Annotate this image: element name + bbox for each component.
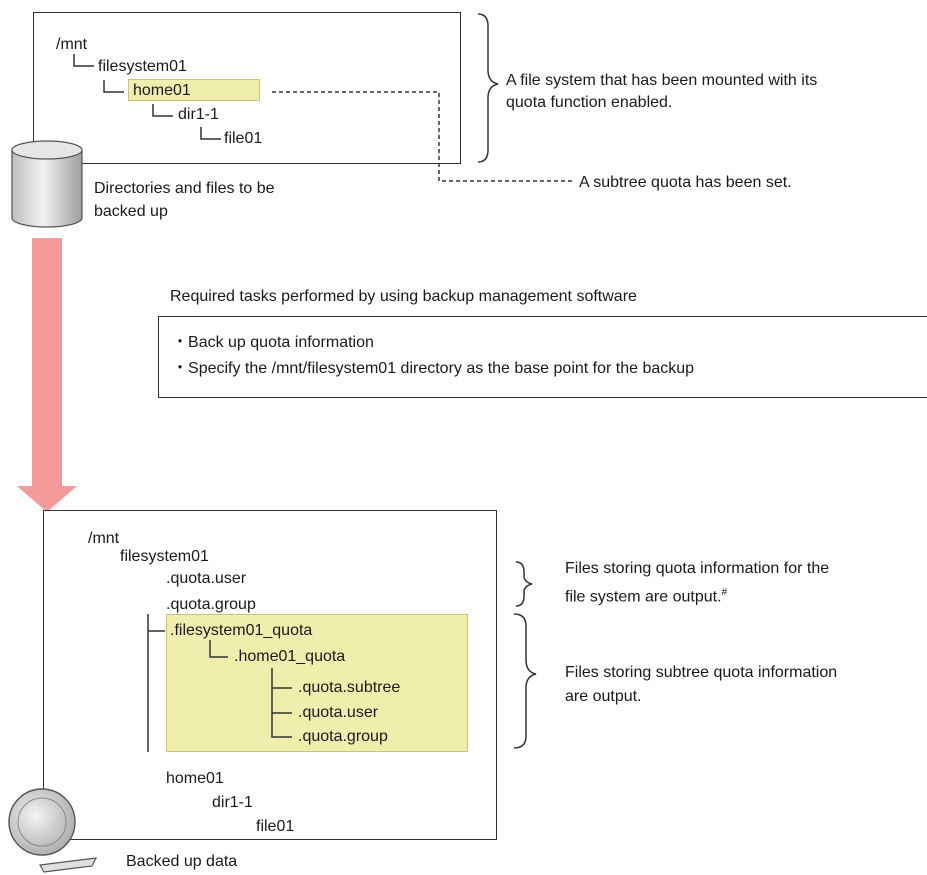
fs-quota-note-line2: file system are output.# [565, 584, 727, 606]
backup-subtree-quota-user: .quota.user [298, 704, 379, 721]
task-item-1-label: Back up quota information [188, 334, 374, 351]
tasks-box [158, 316, 927, 398]
mounted-annotation-line2: quota function enabled. [506, 94, 673, 111]
backup-caption: Backed up data [126, 853, 238, 870]
backup-home01: home01 [166, 770, 224, 787]
source-root: /mnt [56, 36, 88, 53]
subtree-highlight-home01 [128, 79, 260, 101]
backup-fs-quota-group: .quota.group [166, 596, 256, 613]
tasks-heading: Required tasks performed by using backup… [170, 288, 637, 305]
task-item-1: ・Back up quota information [172, 334, 374, 352]
source-caption-line1: Directories and files to be [94, 180, 275, 197]
task-item-2: ・Specify the /mnt/filesystem01 directory… [172, 360, 694, 378]
backup-home-quota-dir: .home01_quota [234, 648, 346, 665]
bullet: ・ [172, 360, 189, 377]
source-filesystem: filesystem01 [98, 58, 187, 75]
backup-fs-quota-user: .quota.user [166, 570, 247, 587]
source-dir: dir1-1 [178, 106, 219, 123]
subtree-quota-highlight [166, 614, 468, 752]
task-item-2-label: Specify the /mnt/filesystem01 directory … [188, 360, 695, 377]
backup-fs-quota-dir: .filesystem01_quota [170, 622, 313, 639]
source-caption-line2: backed up [94, 203, 168, 220]
fs-quota-note-line2-text: file system are output. [565, 588, 722, 606]
backup-root: /mnt [88, 530, 120, 547]
footnote-mark: # [721, 587, 728, 598]
bullet: ・ [172, 334, 189, 351]
backup-subtree-quota-group: .quota.group [298, 728, 388, 745]
subtree-set-annotation: A subtree quota has been set. [579, 174, 792, 191]
backup-filesystem: filesystem01 [120, 548, 209, 565]
mounted-annotation-line1: A file system that has been mounted with… [506, 72, 818, 89]
backup-quota-subtree: .quota.subtree [298, 679, 401, 696]
source-file: file01 [224, 130, 263, 147]
subtree-quota-note-line2: are output. [565, 688, 642, 705]
backup-file: file01 [256, 818, 295, 835]
backup-dir: dir1-1 [212, 794, 253, 811]
subtree-quota-note-line1: Files storing subtree quota information [565, 664, 838, 681]
fs-quota-note-line1: Files storing quota information for the [565, 560, 830, 577]
source-home01: home01 [133, 82, 191, 99]
